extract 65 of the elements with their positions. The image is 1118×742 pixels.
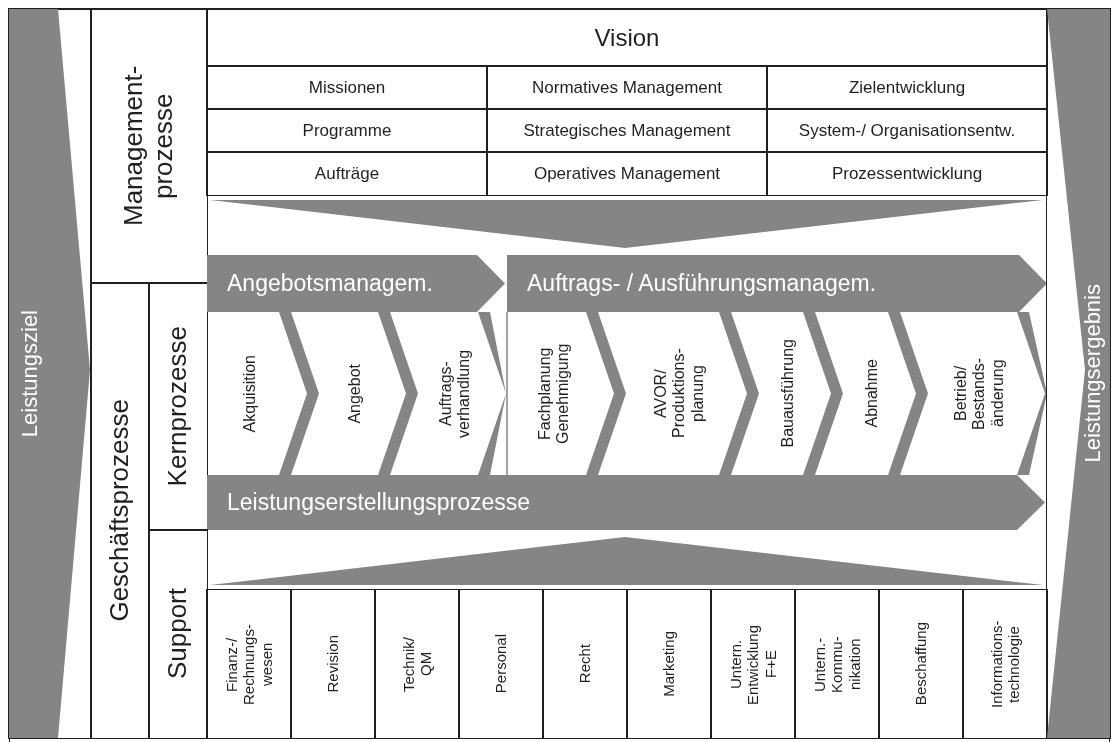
table-cell bbox=[375, 590, 459, 738]
table-cell bbox=[767, 66, 1047, 109]
row-header bbox=[91, 283, 149, 738]
table-cell bbox=[207, 9, 1047, 66]
label-text: Prozessentwicklung bbox=[831, 163, 983, 184]
label-text: Abnahme bbox=[863, 359, 882, 428]
row-header bbox=[91, 9, 207, 283]
table-cell bbox=[627, 590, 711, 738]
label-text: Finanz-/ Rechnungs- wesen bbox=[223, 622, 275, 707]
label-text: Technik/ QM bbox=[399, 635, 435, 694]
table-cell bbox=[767, 109, 1047, 152]
table-cell bbox=[487, 66, 767, 109]
table-cell bbox=[207, 109, 487, 152]
side-arrow-band bbox=[1047, 9, 1110, 738]
label-text: Programme bbox=[302, 120, 392, 141]
table-cell bbox=[963, 590, 1047, 738]
table-cell bbox=[795, 590, 879, 738]
process-step bbox=[888, 312, 1047, 475]
label-text: Beschaffung bbox=[912, 622, 930, 706]
label-text: Auftrags- verhandlung bbox=[436, 348, 473, 440]
label-text: Personal bbox=[492, 634, 510, 694]
label-text: System-/ Organisationsentw. bbox=[798, 120, 1016, 141]
table-cell bbox=[543, 590, 627, 738]
table-cell bbox=[207, 66, 487, 109]
process-step bbox=[378, 312, 506, 475]
label-text: Angebot bbox=[346, 363, 365, 424]
label-text: Kernprozesse bbox=[163, 326, 193, 487]
label-text: Vision bbox=[594, 23, 660, 52]
label-text: Akquisition bbox=[240, 354, 259, 433]
label-text: Fachplanung Genehmigung bbox=[535, 342, 572, 446]
table-cell bbox=[879, 590, 963, 738]
table-cell bbox=[207, 152, 487, 195]
label-text: Untern. Entwicklung F+E bbox=[727, 623, 779, 707]
label-text: Leistungsziel bbox=[17, 309, 43, 438]
table-cell bbox=[291, 590, 375, 738]
label-text: Informations- technologie bbox=[987, 619, 1023, 710]
label-text: Missionen bbox=[308, 77, 386, 98]
row-header bbox=[149, 530, 207, 738]
label-text: Aufträge bbox=[314, 163, 380, 184]
label-text: Leistungsergebnis bbox=[1079, 284, 1106, 463]
table-cell bbox=[459, 590, 543, 738]
label-text: Untern.- Kommu- nikation bbox=[811, 634, 863, 695]
row-header bbox=[149, 283, 207, 530]
label-text: Revision bbox=[324, 635, 342, 693]
label-text: Support bbox=[163, 588, 193, 680]
table-cell bbox=[711, 590, 795, 738]
label-text: Operatives Management bbox=[533, 163, 721, 184]
label-text: Marketing bbox=[660, 631, 678, 697]
label-text: Normatives Management bbox=[532, 77, 722, 98]
side-arrow-band bbox=[9, 9, 91, 738]
label-text: Betrieb/ Bestands- änderung bbox=[951, 356, 1007, 432]
table-cell bbox=[487, 109, 767, 152]
label-text: Bauausführung bbox=[778, 339, 797, 448]
table-cell bbox=[487, 152, 767, 195]
table-cell bbox=[767, 152, 1047, 195]
label-text: Management- prozesse bbox=[119, 64, 179, 229]
label-text: Leistungserstellungsprozesse bbox=[226, 489, 530, 516]
label-text: Angebotsmanagem. bbox=[226, 270, 433, 297]
label-text: Geschäftsprozesse bbox=[105, 399, 135, 622]
label-text: AVOR/ Produktions- planung bbox=[651, 347, 707, 441]
table-cell bbox=[207, 590, 291, 738]
label-text: Auftrags- / Ausführungsmanagem. bbox=[526, 270, 877, 297]
label-text: Strategisches Management bbox=[523, 120, 731, 141]
label-text: Recht bbox=[576, 644, 594, 684]
label-text: Zielentwicklung bbox=[848, 77, 966, 98]
